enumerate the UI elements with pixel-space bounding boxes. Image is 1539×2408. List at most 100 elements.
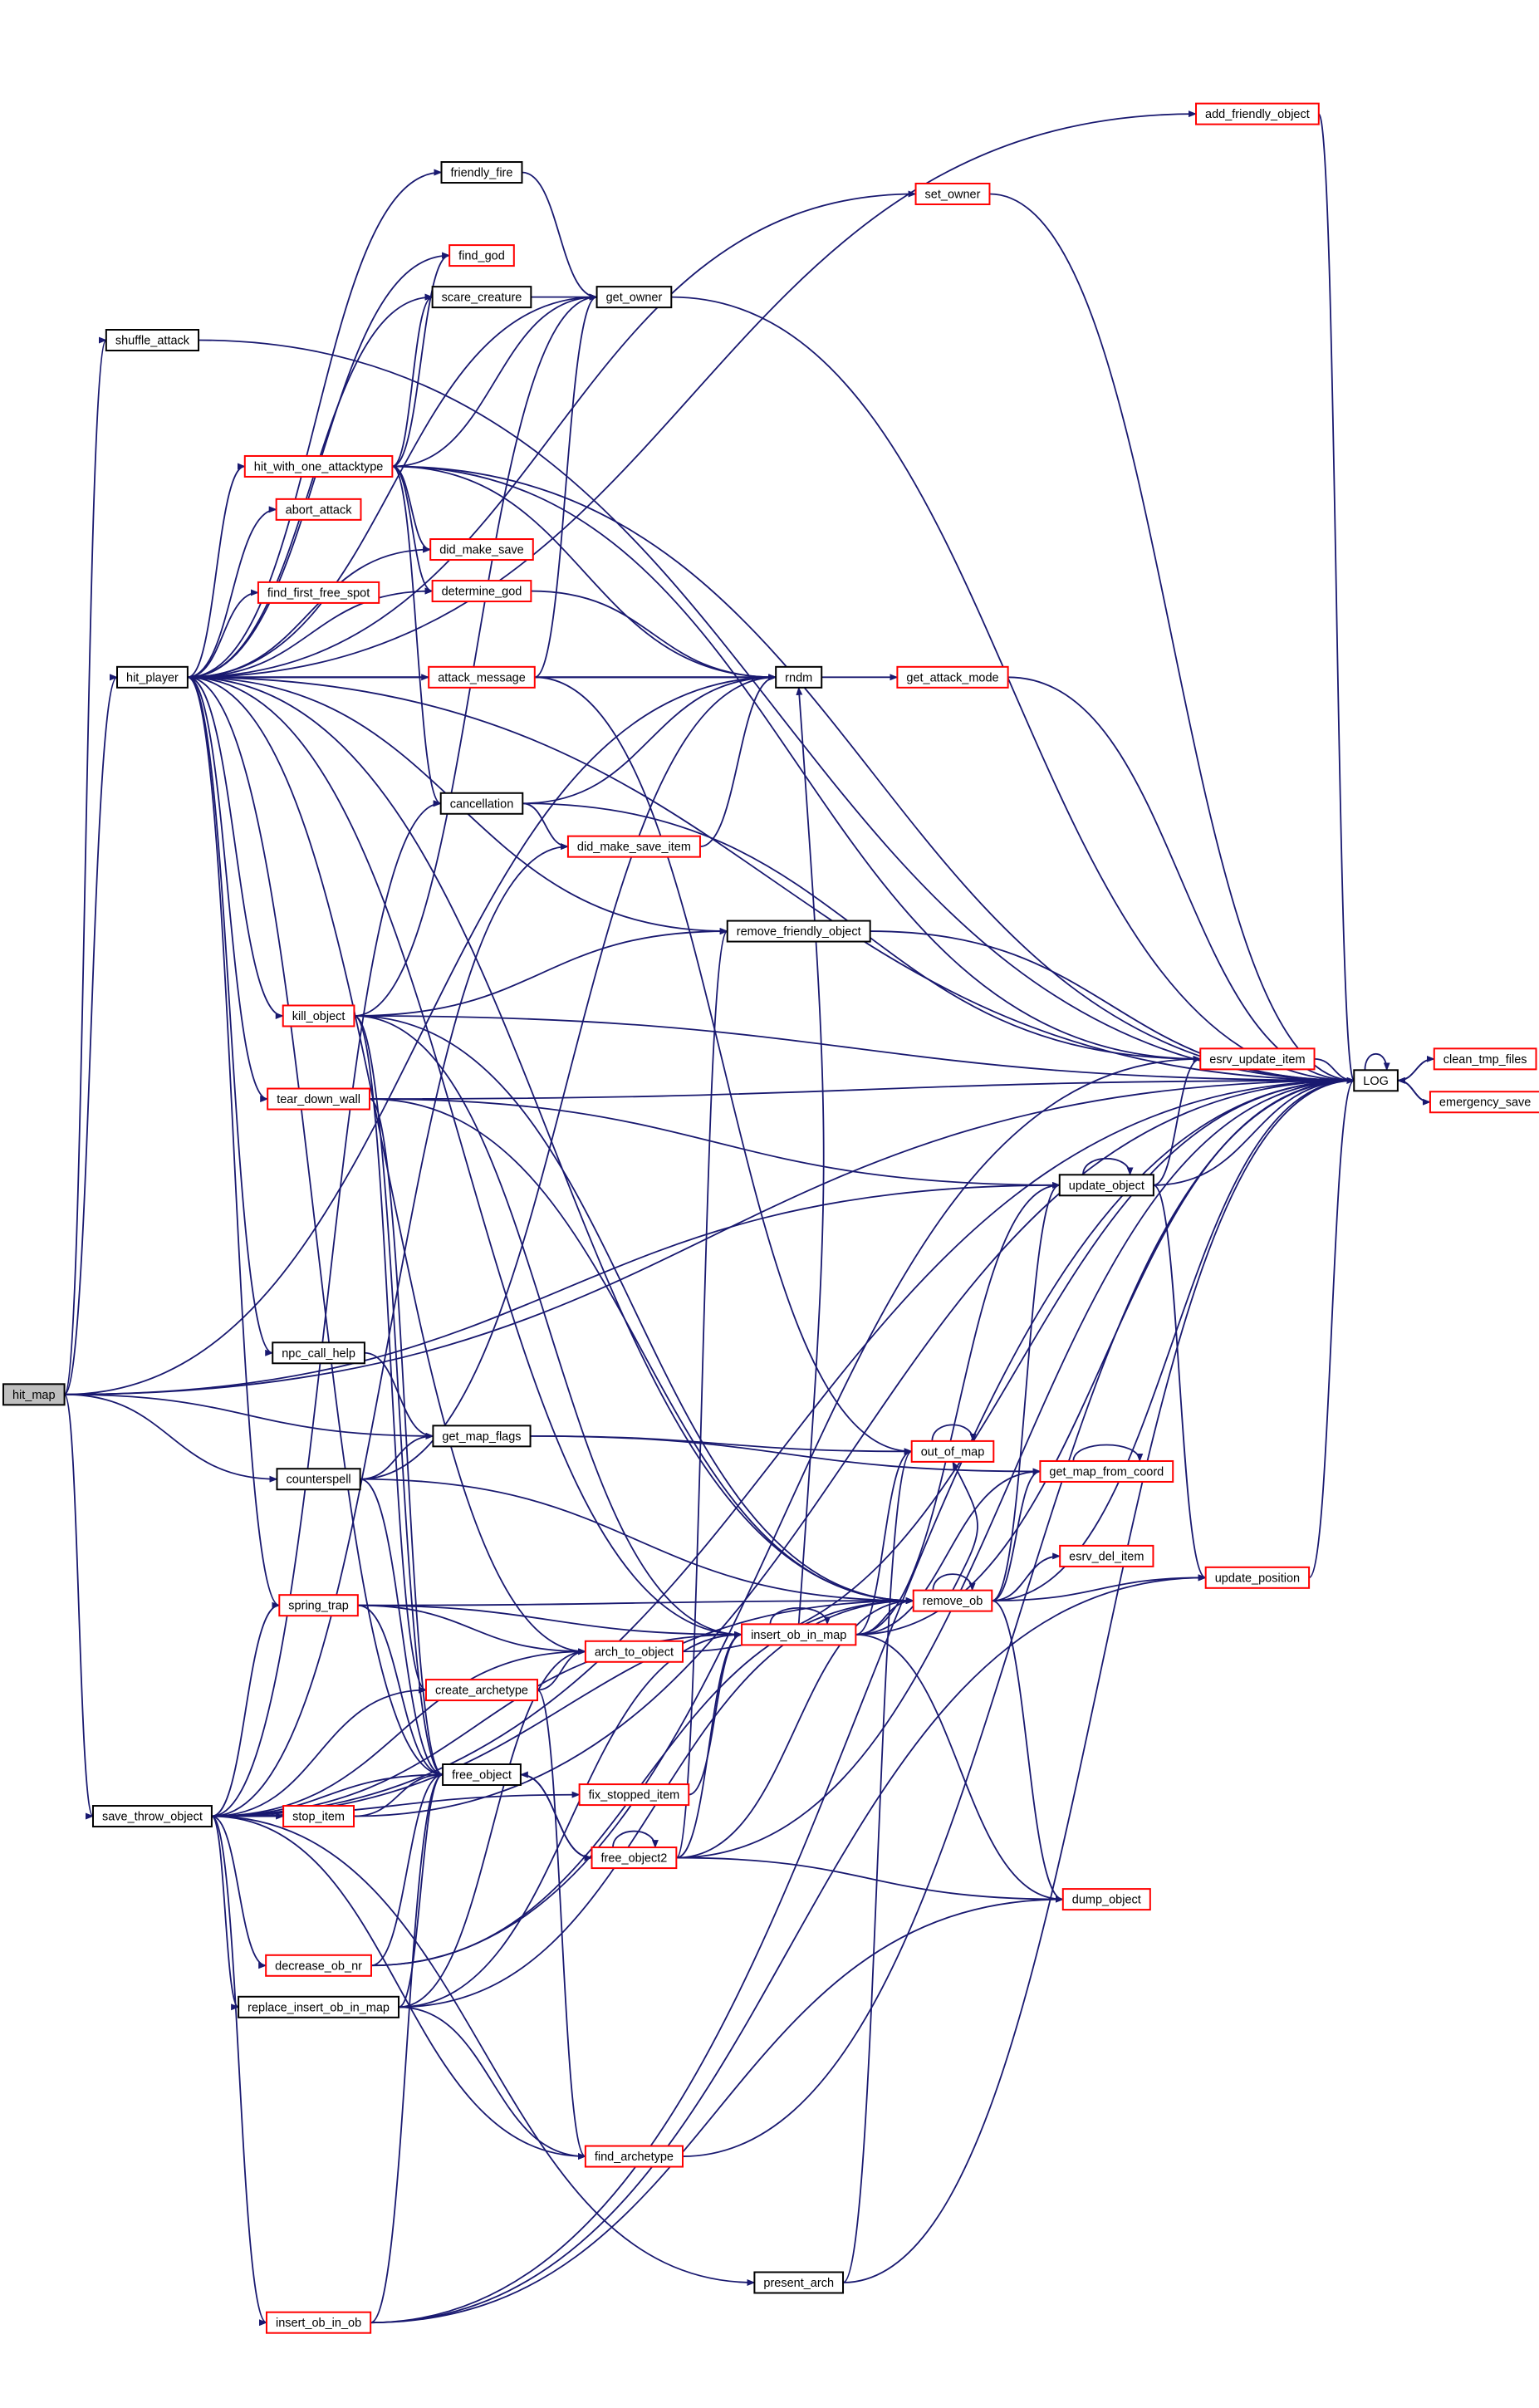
node-find-archetype[interactable]: find_archetype: [584, 2145, 684, 2168]
edge-cancellation-to-rndm: [522, 674, 777, 805]
node-label: get_attack_mode: [906, 671, 998, 684]
edge-hit-player-to-friendly-fire: [187, 169, 443, 679]
node-save-throw-object[interactable]: save_throw_object: [91, 1805, 213, 1828]
node-kill-object[interactable]: kill_object: [282, 1004, 355, 1027]
edge-tear-down-wall-to-remove-ob: [369, 1098, 914, 1605]
node-label: counterspell: [286, 1474, 350, 1487]
edge-save-throw-object-to-find-archetype: [211, 1815, 586, 2160]
edge-save-throw-object-to-remove-ob: [211, 1597, 914, 1817]
node-box: [584, 2145, 684, 2168]
node-box: [753, 2271, 845, 2294]
node-free-object[interactable]: free_object: [442, 1763, 522, 1787]
node-find-first-free-spot[interactable]: find_first_free_spot: [257, 581, 380, 604]
node-LOG[interactable]: LOG: [1353, 1069, 1399, 1092]
node-label: friendly_fire: [451, 167, 513, 180]
node-box: [1059, 1544, 1154, 1567]
node-dump-object[interactable]: dump_object: [1061, 1888, 1151, 1911]
edge-emergency-save-to-LOG: [1396, 1076, 1431, 1103]
node-hit-player[interactable]: hit_player: [116, 665, 189, 689]
node-shuffle-attack[interactable]: shuffle_attack: [105, 329, 200, 352]
node-label: free_object2: [601, 1852, 668, 1866]
node-create-archetype[interactable]: create_archetype: [424, 1679, 539, 1702]
node-determine-god[interactable]: determine_god: [431, 580, 532, 603]
node-remove-friendly-object[interactable]: remove_friendly_object: [726, 920, 871, 943]
edge-get-owner-to-LOG: [671, 296, 1355, 1084]
node-update-position[interactable]: update_position: [1204, 1566, 1311, 1589]
edge-hit-with-one-attacktype-to-LOG: [392, 465, 1355, 1084]
node-out-of-map[interactable]: out_of_map: [910, 1439, 995, 1463]
node-esrv-del-item[interactable]: esrv_del_item: [1059, 1544, 1154, 1567]
node-did-make-save-item[interactable]: did_make_save_item: [566, 835, 701, 858]
node-box: [448, 244, 515, 267]
node-label: find_archetype: [595, 2151, 674, 2164]
node-get-owner[interactable]: get_owner: [596, 286, 673, 309]
node-cancellation[interactable]: cancellation: [439, 792, 524, 815]
node-abort-attack[interactable]: abort_attack: [275, 498, 362, 521]
edge-add-friendly-object-to-LOG: [1317, 113, 1355, 1084]
node-hit-map[interactable]: hit_map: [2, 1383, 66, 1406]
edge-insert-ob-in-map-to-insert-ob-in-map: [769, 1607, 831, 1626]
node-attack-message[interactable]: attack_message: [428, 665, 536, 689]
node-get-attack-mode[interactable]: get_attack_mode: [896, 665, 1009, 689]
edge-save-throw-object-to-decrease-ob-nr: [211, 1815, 267, 1969]
node-decrease-ob-nr[interactable]: decrease_ob_nr: [265, 1954, 372, 1977]
edge-remove-ob-to-update-position: [992, 1574, 1207, 1602]
node-update-object[interactable]: update_object: [1058, 1174, 1154, 1197]
node-insert-ob-in-ob[interactable]: insert_ob_in_ob: [265, 2311, 372, 2334]
node-counterspell[interactable]: counterspell: [276, 1468, 361, 1491]
edge-npc-call-help-to-get-map-flags: [364, 1351, 434, 1439]
node-free-object2[interactable]: free_object2: [591, 1846, 678, 1870]
node-label: emergency_save: [1439, 1096, 1531, 1110]
edge-get-map-from-coord-to-get-map-from-coord: [1072, 1444, 1144, 1462]
node-box: [910, 1439, 995, 1463]
node-add-friendly-object[interactable]: add_friendly_object: [1195, 102, 1320, 125]
node-rndm[interactable]: rndm: [775, 665, 823, 689]
node-box: [1429, 1091, 1539, 1114]
node-emergency-save[interactable]: emergency_save: [1429, 1091, 1539, 1114]
node-label: esrv_del_item: [1069, 1550, 1144, 1563]
node-arch-to-object[interactable]: arch_to_object: [584, 1640, 684, 1663]
edge-hit-with-one-attacktype-to-esrv-update-item: [392, 465, 1202, 1062]
edge-hit-player-to-add-friendly-object: [187, 110, 1198, 679]
node-stop-item[interactable]: stop_item: [282, 1805, 355, 1828]
edge-get-map-flags-to-get-map-from-coord: [530, 1435, 1042, 1475]
edge-kill-object-to-create-archetype: [354, 1015, 427, 1694]
edge-save-throw-object-to-cancellation: [211, 800, 442, 1817]
node-get-map-flags[interactable]: get_map_flags: [432, 1425, 532, 1448]
node-box: [282, 1805, 355, 1828]
node-scare-creature[interactable]: scare_creature: [431, 286, 532, 309]
node-hit-with-one-attacktype[interactable]: hit_with_one_attacktype: [243, 454, 394, 478]
node-replace-insert-ob-in-map[interactable]: replace_insert_ob_in_map: [238, 1995, 400, 2018]
edge-hit-with-one-attacktype-to-determine-god: [392, 465, 434, 595]
node-box: [439, 792, 524, 815]
node-box: [1199, 1047, 1316, 1071]
node-esrv-update-item[interactable]: esrv_update_item: [1199, 1047, 1316, 1071]
node-remove-ob[interactable]: remove_ob: [912, 1589, 993, 1612]
node-friendly-fire[interactable]: friendly_fire: [440, 161, 523, 184]
node-get-map-from-coord[interactable]: get_map_from_coord: [1039, 1459, 1174, 1483]
node-set-owner[interactable]: set_owner: [914, 182, 991, 205]
node-box: [272, 1341, 365, 1365]
edge-save-throw-object-to-replace-insert-ob-in-map: [211, 1815, 240, 2011]
node-did-make-save[interactable]: did_make_save: [429, 538, 534, 562]
node-spring-trap[interactable]: spring_trap: [278, 1594, 359, 1617]
node-box: [238, 1995, 400, 2018]
edge-counterspell-to-get-map-flags: [360, 1432, 434, 1480]
node-label: hit_with_one_attacktype: [254, 460, 384, 473]
node-insert-ob-in-map[interactable]: insert_ob_in_map: [741, 1623, 857, 1646]
edge-hit-player-to-kill-object: [187, 676, 284, 1019]
node-label: remove_friendly_object: [737, 925, 861, 939]
node-box: [1061, 1888, 1151, 1911]
node-fix-stopped-item[interactable]: fix_stopped_item: [578, 1783, 690, 1807]
edge-hit-player-to-determine-god: [187, 587, 434, 679]
node-npc-call-help[interactable]: npc_call_help: [272, 1341, 365, 1365]
node-box: [912, 1589, 993, 1612]
edge-free-object2-to-remove-ob: [676, 1597, 914, 1859]
node-find-god[interactable]: find_god: [448, 244, 515, 267]
node-present-arch[interactable]: present_arch: [753, 2271, 845, 2294]
node-label: did_make_save: [439, 544, 524, 557]
node-label: add_friendly_object: [1205, 108, 1310, 121]
node-clean-tmp-files[interactable]: clean_tmp_files: [1433, 1047, 1537, 1071]
node-tear-down-wall[interactable]: tear_down_wall: [267, 1087, 370, 1111]
node-box: [1195, 102, 1320, 125]
